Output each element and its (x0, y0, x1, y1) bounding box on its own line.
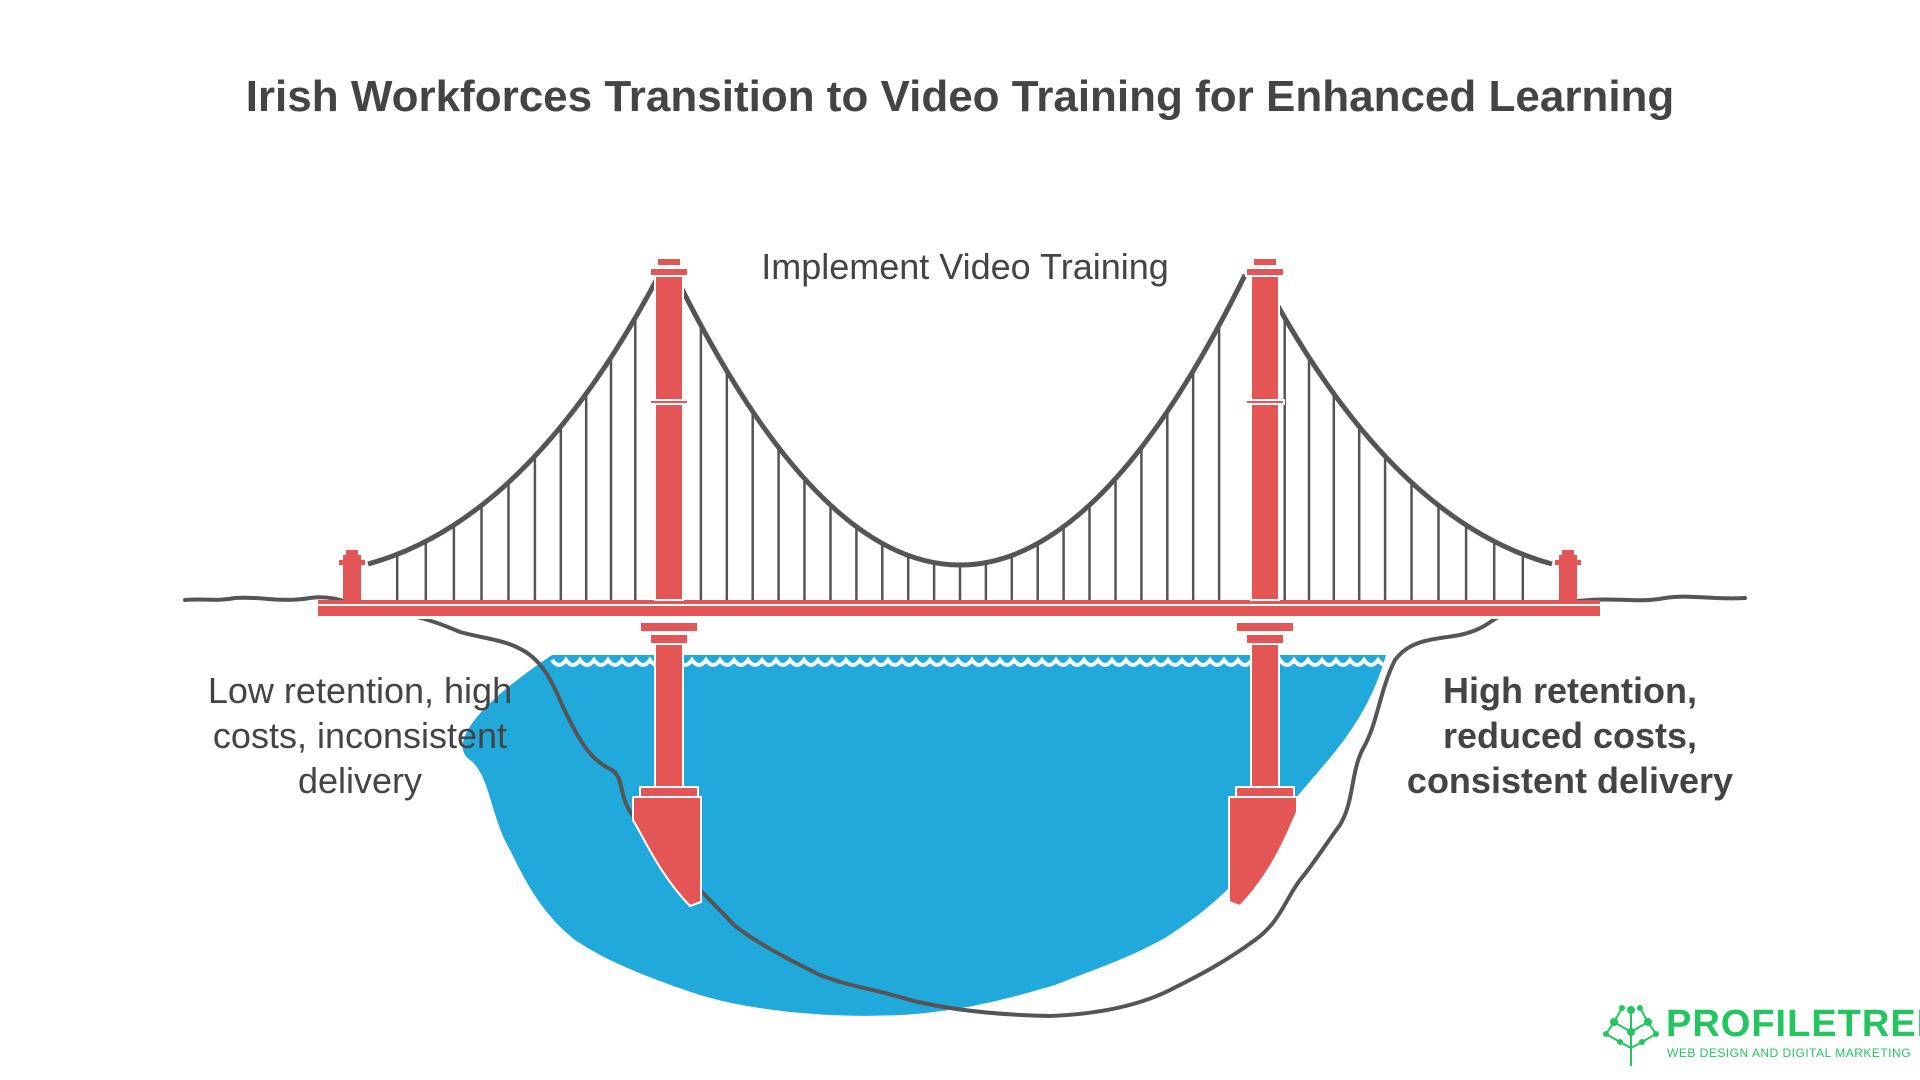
brand-logo: PROFILETREE WEB DESIGN AND DIGITAL MARKE… (1600, 1002, 1920, 1068)
bridge-label: Implement Video Training (761, 246, 1169, 287)
gorge-outline (183, 594, 1747, 1019)
tower-left (632, 257, 702, 908)
main-cable-left (367, 273, 662, 567)
main-cable-center (672, 273, 1248, 568)
brand-tagline: WEB DESIGN AND DIGITAL MARKETING (1667, 1046, 1912, 1060)
page-title: Irish Workforces Transition to Video Tra… (245, 72, 1675, 121)
bridge-deck (318, 600, 1600, 619)
tower-right (1228, 257, 1298, 908)
main-cable-right (1258, 273, 1553, 567)
end-post-left (339, 550, 365, 600)
future-state-label: High retention, reduced costs, consisten… (1406, 670, 1734, 801)
tree-network-icon (1603, 1005, 1659, 1066)
brand-name: PROFILETREE (1666, 1003, 1920, 1045)
current-state-label: Low retention, high costs, inconsistent … (207, 670, 513, 801)
suspender-cables (395, 317, 1525, 600)
end-post-right (1555, 550, 1581, 600)
water (462, 655, 1386, 1016)
